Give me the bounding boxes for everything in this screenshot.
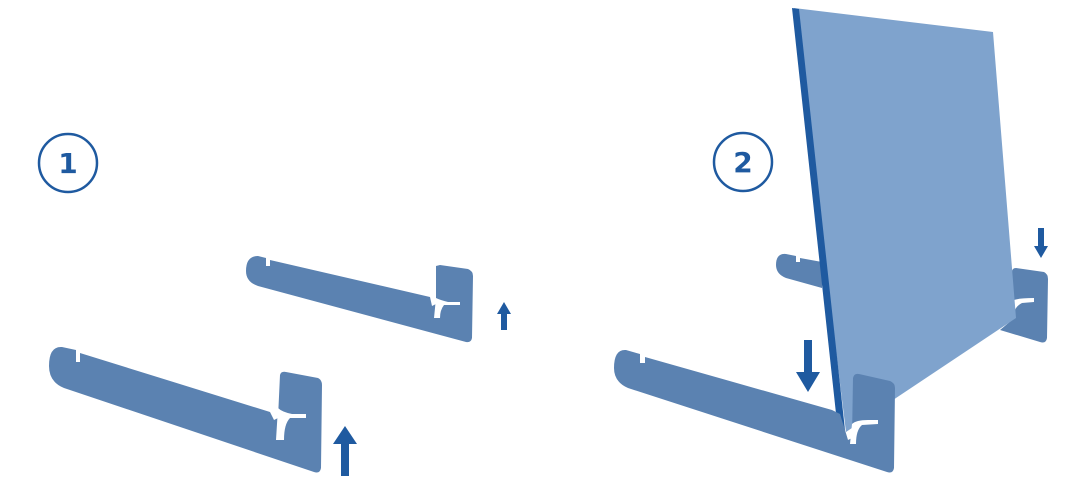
- rail-slot: [276, 408, 306, 440]
- rail-back-end: [776, 253, 822, 288]
- arrow-up-icon: [497, 302, 511, 330]
- step-number-circle: [712, 131, 774, 193]
- rail-large: [49, 346, 322, 473]
- rail-slot: [434, 298, 460, 318]
- step-number: 2: [733, 146, 752, 179]
- rail-slot: [850, 420, 878, 444]
- arrow-down-icon: [796, 340, 820, 392]
- arrow-down-icon: [1034, 228, 1048, 258]
- arrow-up-icon: [333, 426, 357, 476]
- step-1: 1: [37, 132, 511, 476]
- step-2-badge: 2: [712, 131, 774, 193]
- rail-small: [246, 256, 473, 343]
- rail-slot: [1014, 298, 1034, 312]
- board: [794, 8, 1016, 432]
- rail-front: [614, 349, 895, 473]
- step-1-badge: 1: [37, 132, 99, 194]
- step-number-circle: [37, 132, 99, 194]
- board-edge: [792, 8, 845, 432]
- step-number: 1: [58, 147, 77, 180]
- step-2: 2: [614, 8, 1048, 473]
